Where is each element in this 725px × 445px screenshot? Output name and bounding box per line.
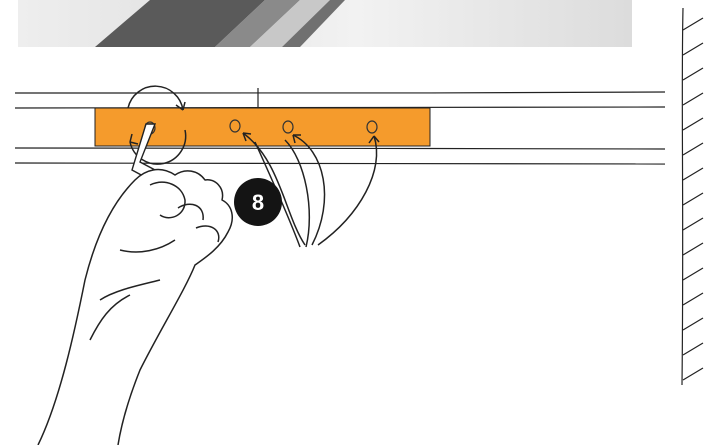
screw-2 [229, 119, 241, 133]
step-badge: 8 [234, 178, 282, 226]
screw-4 [366, 120, 378, 134]
step-badge-circle [234, 178, 282, 226]
step-number: 8 [252, 190, 264, 215]
screw-3 [282, 120, 294, 134]
hand-illustration [37, 168, 234, 445]
circular-arrow-icon [127, 85, 187, 165]
hatched-wall [681, 7, 704, 386]
product-photo-strip [18, 0, 632, 47]
